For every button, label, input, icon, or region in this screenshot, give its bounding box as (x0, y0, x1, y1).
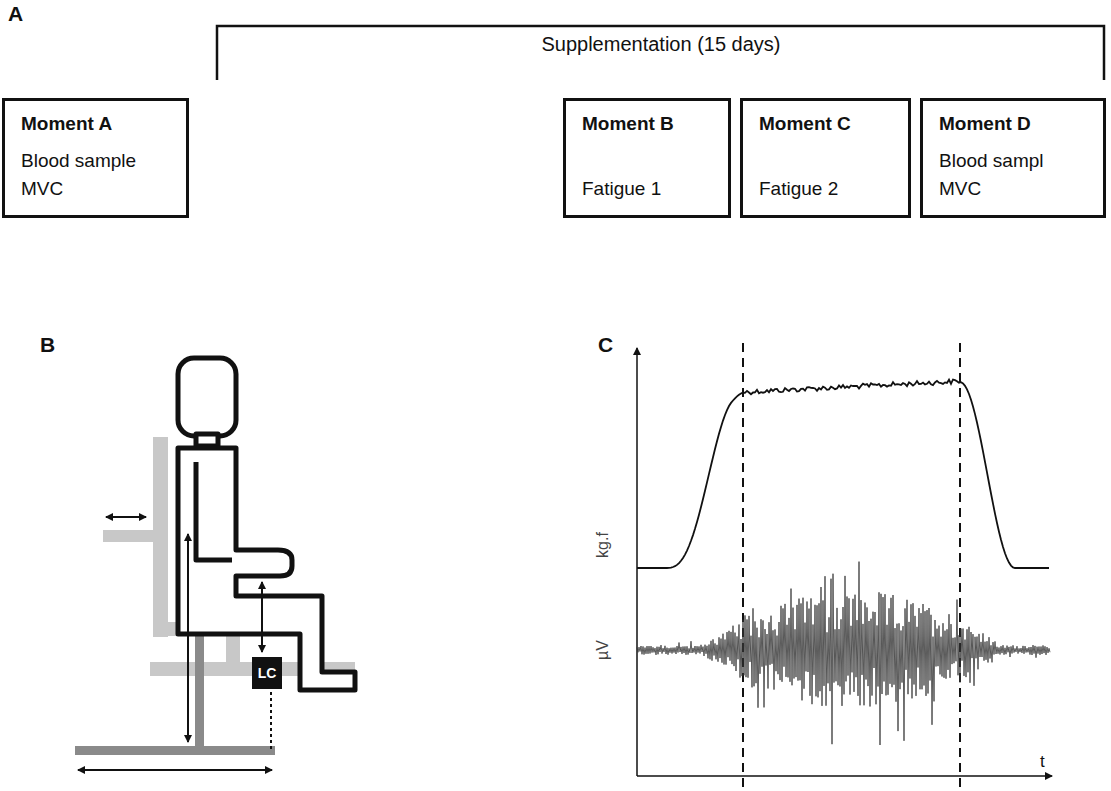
force-curve (637, 380, 1049, 569)
person (178, 358, 355, 690)
moment-step: Blood sample (21, 147, 172, 175)
period-label: Supplementation (15 days) (541, 33, 780, 56)
axis-label: kg.f (594, 532, 612, 558)
load-cell: LC (252, 657, 282, 689)
moment-step: MVC (21, 175, 172, 203)
emg-signal (637, 562, 1050, 745)
moment-box: Moment D Blood samplMVC (920, 98, 1106, 218)
moment-step: Fatigue 1 (582, 175, 714, 203)
moment-step: Fatigue 2 (759, 175, 894, 203)
moment-box: Moment B Fatigue 1 (563, 98, 731, 218)
moment-title: Moment C (759, 113, 894, 135)
load-cell-label: LC (258, 665, 277, 681)
moment-title: Moment B (582, 113, 714, 135)
moment-box: Moment A Blood sampleMVC (2, 98, 189, 218)
panel-letter: C (598, 333, 613, 357)
moment-title: Moment A (21, 113, 172, 135)
moment-step: MVC (939, 175, 1089, 203)
moment-title: Moment D (939, 113, 1089, 135)
bracket (217, 26, 1104, 80)
moment-box: Moment C Fatigue 2 (740, 98, 911, 218)
panel-letter: A (8, 2, 23, 26)
dashed-marker (743, 343, 960, 790)
chart-axes (637, 348, 1052, 776)
moment-step: Blood sampl (939, 147, 1089, 175)
dimension-arrows (78, 517, 272, 770)
axis-label: µV (594, 640, 612, 660)
panel-letter: B (40, 333, 55, 357)
axis-label: t (1040, 752, 1045, 772)
